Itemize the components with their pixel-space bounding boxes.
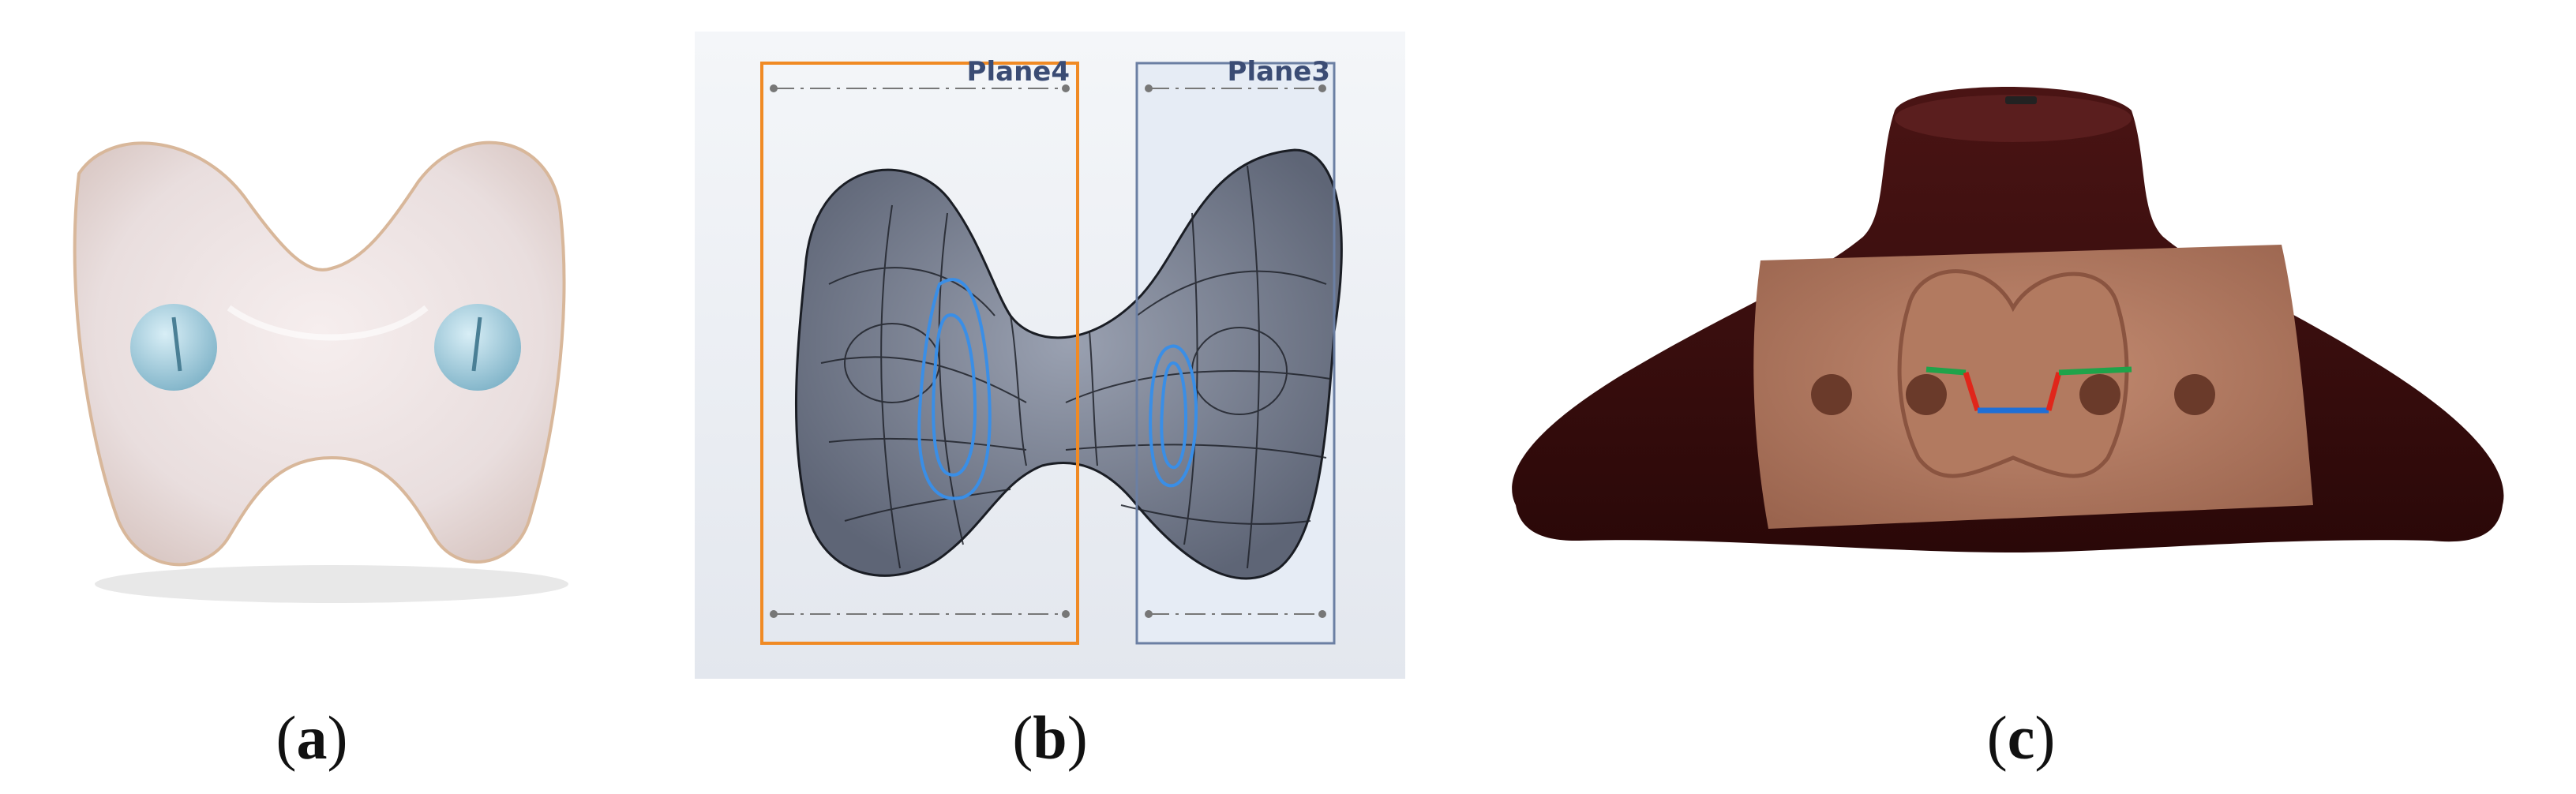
plane-3-point	[1318, 84, 1326, 92]
plane-4-point	[1062, 84, 1070, 92]
caption-a: (a)	[276, 703, 348, 772]
plane-4-label: Plane4	[967, 56, 1070, 88]
left-ball-joint	[130, 304, 217, 391]
caption-b: (b)	[1012, 703, 1088, 772]
specimen-body	[73, 140, 566, 567]
plane-3-point	[1145, 84, 1153, 92]
plane-4-point	[770, 610, 778, 618]
mold-hole	[1906, 374, 1947, 415]
plane-3-point	[1145, 610, 1153, 618]
mold-photo	[1484, 63, 2534, 616]
plane-4-point	[1062, 610, 1070, 618]
mold-hole	[2079, 374, 2120, 415]
marker-red-right	[2045, 372, 2062, 411]
mold-top-slot	[2005, 96, 2037, 104]
caption-c: (c)	[1986, 703, 2056, 772]
plane-3-point	[1318, 610, 1326, 618]
cad-contours	[917, 278, 1198, 500]
right-ball-slot	[471, 316, 482, 372]
mold-hole	[2174, 374, 2215, 415]
plane-4-point	[770, 84, 778, 92]
cad-part-body	[794, 148, 1343, 580]
mold-cavity-shape	[1897, 269, 2129, 478]
cad-view: Plane4 Plane3	[695, 32, 1405, 679]
specimen-ridge	[227, 305, 429, 341]
mold-top	[1895, 95, 2132, 142]
marker-green-right	[2058, 366, 2132, 376]
specimen-shadow	[95, 565, 568, 603]
left-ball-slot	[171, 316, 182, 372]
specimen-photo	[47, 110, 584, 616]
plane-3-outline	[1135, 62, 1336, 645]
mold-illustration	[1512, 87, 2504, 552]
cad-illustration: Plane4 Plane3	[695, 32, 1405, 679]
plane-3-label: Plane3	[1228, 56, 1330, 88]
marker-red-left	[1963, 371, 1981, 412]
plane-4-outline	[760, 62, 1079, 645]
marker-green-left	[1925, 366, 1967, 376]
mold-hole	[1811, 374, 1852, 415]
specimen-illustration	[73, 140, 568, 603]
